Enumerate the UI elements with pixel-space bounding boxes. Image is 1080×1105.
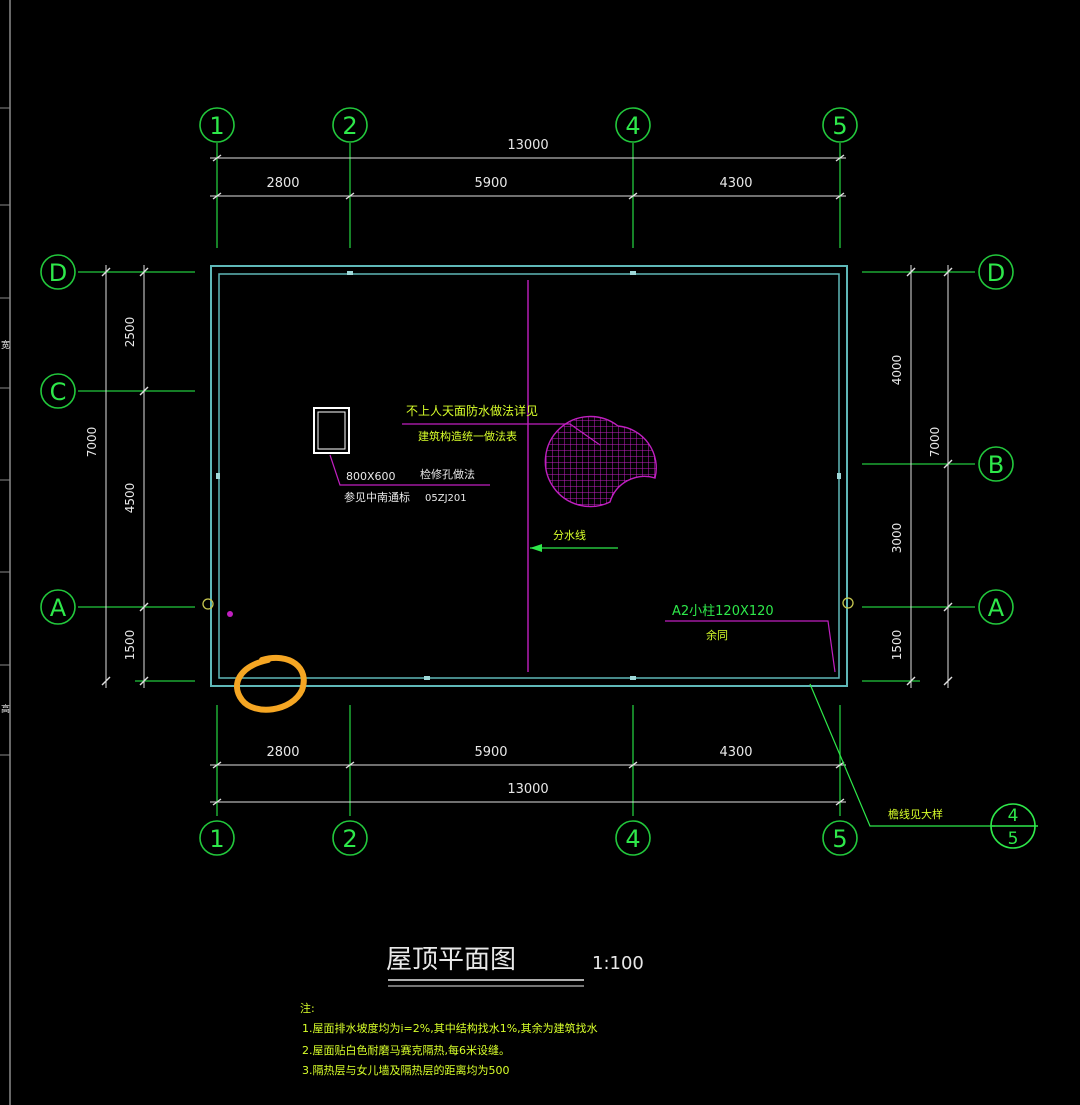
drawing-title: 屋顶平面图 — [386, 945, 516, 975]
column-note-line1: A2小柱120X120 — [672, 604, 774, 619]
notes-heading: 注: — [300, 1001, 315, 1015]
axis-label-right: A — [988, 594, 1005, 622]
note-item: 2.屋面贴白色耐磨马赛克隔热,每6米设缝。 — [302, 1043, 510, 1057]
note-item: 1.屋面排水坡度均为i=2%,其中结构找水1%,其余为建筑找水 — [302, 1021, 598, 1035]
dim-left-seg: 4500 — [123, 483, 137, 514]
dim-bottom-seg: 5900 — [474, 745, 507, 760]
waterproof-note-line1: 不上人天面防水做法详见 — [406, 403, 538, 418]
dimension-ticks — [101, 154, 953, 806]
dim-top-total: 13000 — [507, 138, 548, 153]
hatch-size-label: 800X600 — [346, 470, 396, 483]
note-item: 3.隔热层与女儿墙及隔热层的距离均为500 — [302, 1063, 510, 1077]
drain-outlet-icon — [202, 598, 214, 610]
axis-bubbles — [40, 107, 1014, 856]
dim-left-seg: 1500 — [123, 630, 137, 661]
axis-label-right: B — [988, 451, 1004, 479]
column-note-line2: 余同 — [706, 628, 728, 642]
dim-top-seg: 5900 — [474, 176, 507, 191]
hatch-label: 检修孔做法 — [420, 467, 475, 481]
access-hatch-icon — [313, 407, 350, 454]
dim-top-seg: 4300 — [719, 176, 752, 191]
dim-bottom-seg: 2800 — [266, 745, 299, 760]
dim-bottom-seg: 4300 — [719, 745, 752, 760]
access-hatch-inner — [317, 411, 346, 450]
column-leader-line — [665, 620, 836, 673]
axis-lines — [78, 143, 975, 816]
drain-outlet-icon — [842, 597, 854, 609]
detail-sheet: 5 — [1008, 829, 1019, 849]
axis-label-top: 5 — [832, 112, 847, 140]
hatch-ref-code: 05ZJ201 — [425, 493, 467, 504]
highlight-circle-icon — [234, 655, 307, 713]
dim-left-total: 7000 — [85, 427, 99, 458]
wall-joints — [216, 271, 841, 680]
waterproof-note-line2: 建筑构造统一做法表 — [418, 429, 517, 443]
dim-bottom-total: 13000 — [507, 782, 548, 797]
dim-top-seg: 2800 — [266, 176, 299, 191]
dim-left-seg: 2500 — [123, 317, 137, 348]
dim-right-seg: 4000 — [890, 355, 904, 386]
axis-label-left: A — [50, 594, 67, 622]
parapet-note: 檐线见大样 — [888, 807, 943, 821]
detail-number: 4 — [1008, 806, 1019, 826]
axis-label-left: C — [50, 378, 67, 406]
drawing-scale: 1:100 — [592, 953, 644, 974]
hatch-leader-line — [329, 454, 490, 486]
hatch-ref-label: 参见中南通标 — [344, 490, 410, 504]
axis-label-bottom: 4 — [625, 825, 640, 853]
axis-label-right: D — [987, 259, 1005, 287]
sidebar-mark: 宽 — [1, 339, 10, 351]
column-marker-icon — [227, 611, 233, 617]
dimension-lines — [105, 157, 949, 803]
axis-label-left: D — [49, 259, 67, 287]
axis-label-bottom: 2 — [342, 825, 357, 853]
axis-label-bottom: 1 — [209, 825, 224, 853]
divide-arrow-icon — [530, 544, 542, 552]
axis-label-top: 2 — [342, 112, 357, 140]
sidebar-mark: 高 — [1, 703, 10, 715]
dim-right-total: 7000 — [928, 427, 942, 458]
parapet-leader-line — [809, 683, 995, 827]
parapet-walls — [210, 265, 848, 687]
dim-right-seg: 1500 — [890, 630, 904, 661]
divide-line-label: 分水线 — [553, 528, 586, 542]
axis-label-top: 4 — [625, 112, 640, 140]
frame-ticks — [0, 107, 10, 756]
axis-label-bottom: 5 — [832, 825, 847, 853]
tile-pattern-icon — [544, 415, 657, 508]
dim-right-seg: 3000 — [890, 523, 904, 554]
axis-label-top: 1 — [209, 112, 224, 140]
